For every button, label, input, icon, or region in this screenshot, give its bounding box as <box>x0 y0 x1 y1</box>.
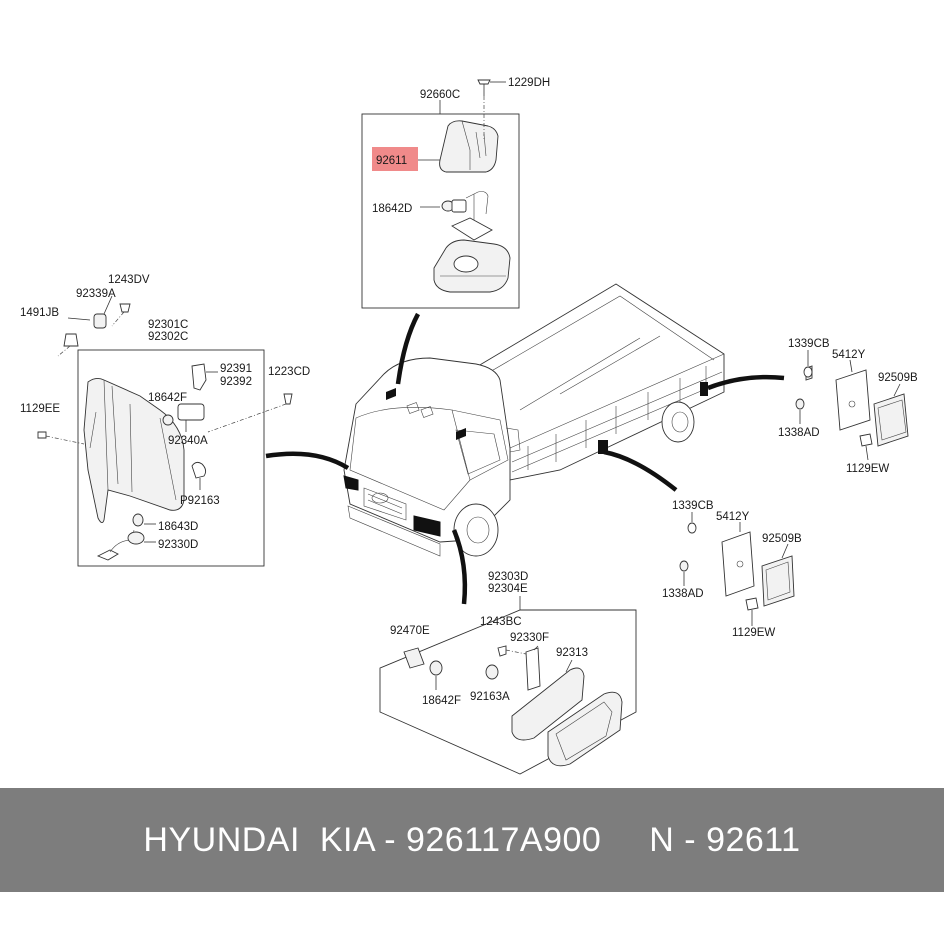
bracket-92330F-shape <box>525 647 541 691</box>
label-18642F-marker: 18642F <box>422 695 461 707</box>
socket-92470E-shape <box>403 647 425 669</box>
bracket-5412Y-lower-shape <box>721 531 755 597</box>
label-1243BC: 1243BC <box>480 616 522 628</box>
label-1491JB: 1491JB <box>20 307 59 319</box>
part-P92163-shape <box>191 461 207 479</box>
label-18642D: 18642D <box>372 203 412 215</box>
exploded-parts-diagram: 92660C 1229DH 92611 18642D 1243DV 92339A… <box>20 77 918 775</box>
head-lamp-group <box>37 295 293 567</box>
reflector-92509B-upper-shape <box>873 393 909 447</box>
label-P92163: P92163 <box>180 495 220 507</box>
label-1229DH: 1229DH <box>508 77 550 89</box>
label-1338AD-lower: 1338AD <box>662 588 704 600</box>
rear-reflector-lower-group <box>679 512 795 626</box>
label-92163A: 92163A <box>470 691 510 703</box>
part-number-banner: HYUNDAI KIA - 926117A900 N - 92611 <box>0 788 944 892</box>
label-92392: 92392 <box>220 376 252 388</box>
label-92470E: 92470E <box>390 625 430 637</box>
label-92660C: 92660C <box>420 89 460 101</box>
label-1339CB-upper: 1339CB <box>788 338 830 350</box>
label-1129EW-upper: 1129EW <box>846 463 889 475</box>
label-92391: 92391 <box>220 363 252 375</box>
roof-lamp-group <box>361 79 520 309</box>
label-1243DV: 1243DV <box>108 274 150 286</box>
label-92611: 92611 <box>376 155 407 167</box>
head-lamp-housing-shape <box>83 377 185 523</box>
side-marker-group <box>379 596 637 775</box>
footer-reference-number: N - 92611 <box>649 820 801 859</box>
label-92330F: 92330F <box>510 632 549 644</box>
label-1129EE: 1129EE <box>20 403 60 415</box>
marker-housing-shape <box>547 691 623 767</box>
label-92313: 92313 <box>556 647 588 659</box>
label-92304E: 92304E <box>488 583 528 595</box>
label-1339CB-lower: 1339CB <box>672 500 714 512</box>
bulb-socket-92340A-shape <box>177 403 205 421</box>
label-92339A: 92339A <box>76 288 116 300</box>
label-92509B-lower: 92509B <box>762 533 802 545</box>
footer-brand-part-number: HYUNDAI KIA - 926117A900 <box>143 820 602 859</box>
part-92339A-shape <box>93 313 107 329</box>
label-92340A: 92340A <box>168 435 208 447</box>
label-1223CD: 1223CD <box>268 366 310 378</box>
label-5412Y-upper: 5412Y <box>832 349 866 361</box>
rear-reflector-upper-group <box>795 350 909 461</box>
label-92301C: 92301C <box>148 319 188 331</box>
highlight-92611 <box>372 147 418 171</box>
label-92303D: 92303D <box>488 571 528 583</box>
part-92163A-shape <box>485 664 499 680</box>
label-92302C: 92302C <box>148 331 188 343</box>
lens-92313-shape <box>511 667 585 741</box>
label-92509B-upper: 92509B <box>878 372 918 384</box>
label-1129EW-lower: 1129EW <box>732 627 775 639</box>
label-18642F-head: 18642F <box>148 392 187 404</box>
screw-1229DH-shape <box>477 79 491 85</box>
bracket-5412Y-upper-shape <box>835 369 871 431</box>
clip-92391-shape <box>191 363 207 391</box>
roof-lamp-box <box>361 113 520 309</box>
label-92330D: 92330D <box>158 539 198 551</box>
head-lamp-box <box>77 349 265 567</box>
label-5412Y-lower: 5412Y <box>716 511 750 523</box>
label-18643D: 18643D <box>158 521 198 533</box>
label-1338AD-upper: 1338AD <box>778 427 820 439</box>
truck-illustration <box>343 283 725 557</box>
